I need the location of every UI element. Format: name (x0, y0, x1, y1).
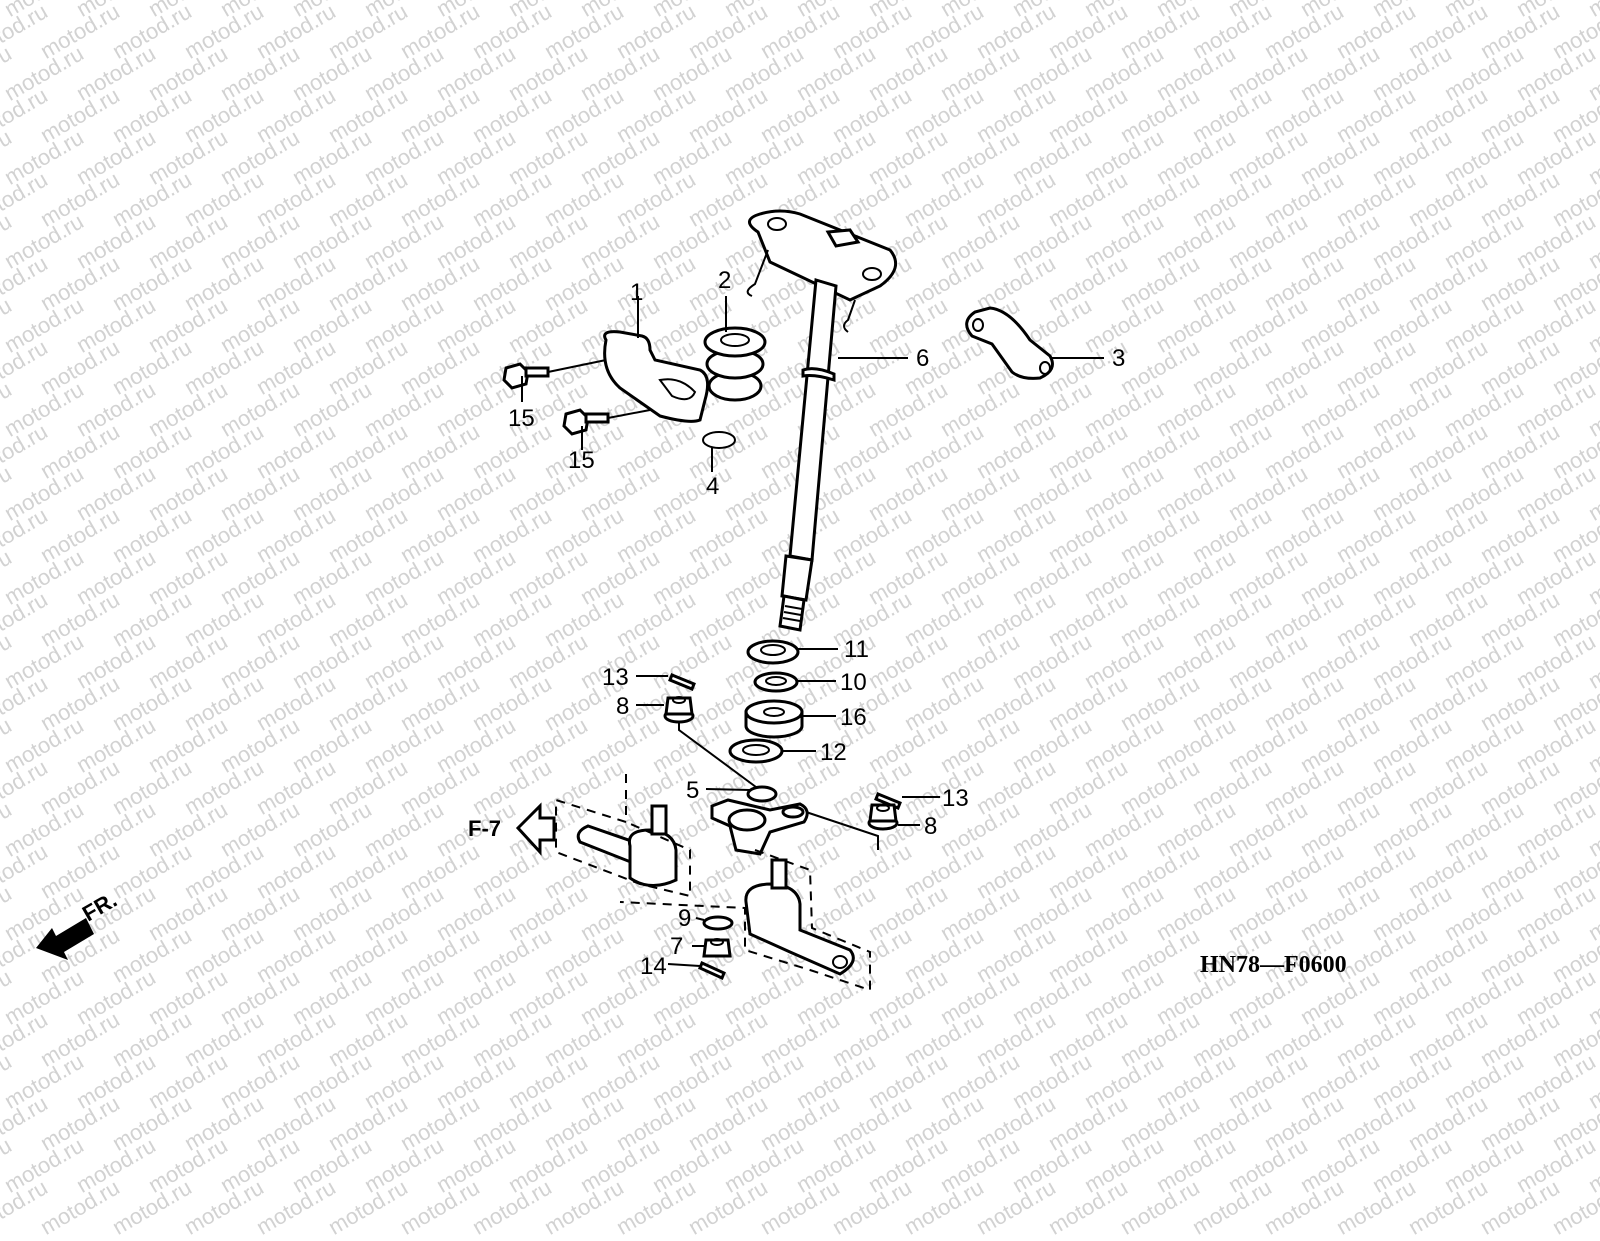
callout-1[interactable]: 1 (630, 279, 643, 306)
callout-9[interactable]: 9 (678, 905, 691, 932)
callout-8a[interactable]: 8 (616, 693, 629, 720)
cotter-pin-part[interactable] (698, 960, 726, 981)
callout-11[interactable]: 11 (844, 636, 869, 663)
seal-part[interactable] (753, 671, 799, 693)
callout-15a[interactable]: 15 (508, 405, 535, 432)
callout-8b[interactable]: 8 (924, 813, 937, 840)
callout-16[interactable]: 16 (840, 704, 867, 731)
castle-nut-part[interactable] (867, 803, 899, 831)
castle-nut-part[interactable] (663, 696, 695, 724)
callout-7[interactable]: 7 (670, 933, 683, 960)
reference-arrow-icon[interactable] (515, 802, 556, 856)
parts-diagram: FR. F-7 1 2 3 6 4 15 15 11 10 16 12 13 8… (36, 209, 1347, 992)
pitman-arm-part[interactable] (710, 785, 809, 856)
callout-5[interactable]: 5 (686, 777, 699, 804)
o-ring-part[interactable] (702, 431, 736, 449)
oil-seal-part[interactable] (746, 639, 800, 665)
dust-seal-part[interactable] (728, 738, 784, 764)
bushing-part[interactable] (703, 326, 767, 402)
washer-part[interactable] (702, 915, 734, 931)
callout-13a[interactable]: 13 (602, 664, 629, 691)
front-direction-arrow-icon (36, 918, 94, 960)
diagram-code: HN78—F0600 (1200, 952, 1347, 978)
tie-rod-end-part[interactable] (576, 804, 678, 887)
callout-4[interactable]: 4 (706, 473, 719, 500)
cotter-pin-part[interactable] (668, 673, 696, 691)
tie-rod-end-part[interactable] (744, 858, 855, 976)
callout-13b[interactable]: 13 (942, 785, 969, 812)
leader-lines (521, 296, 1104, 967)
callout-14[interactable]: 14 (640, 953, 667, 980)
callout-12[interactable]: 12 (820, 739, 847, 766)
callout-10[interactable]: 10 (840, 669, 867, 696)
bearing-part[interactable] (744, 699, 804, 739)
callout-15b[interactable]: 15 (568, 447, 595, 474)
callout-3[interactable]: 3 (1112, 345, 1125, 372)
callout-6[interactable]: 6 (916, 345, 929, 372)
nut-part[interactable] (702, 938, 732, 958)
reference-label[interactable]: F-7 (468, 816, 501, 841)
steering-shaft-part[interactable] (746, 209, 898, 632)
callout-2[interactable]: 2 (718, 267, 731, 294)
holder-part[interactable] (603, 330, 710, 423)
holder-plate-part[interactable] (965, 306, 1054, 380)
